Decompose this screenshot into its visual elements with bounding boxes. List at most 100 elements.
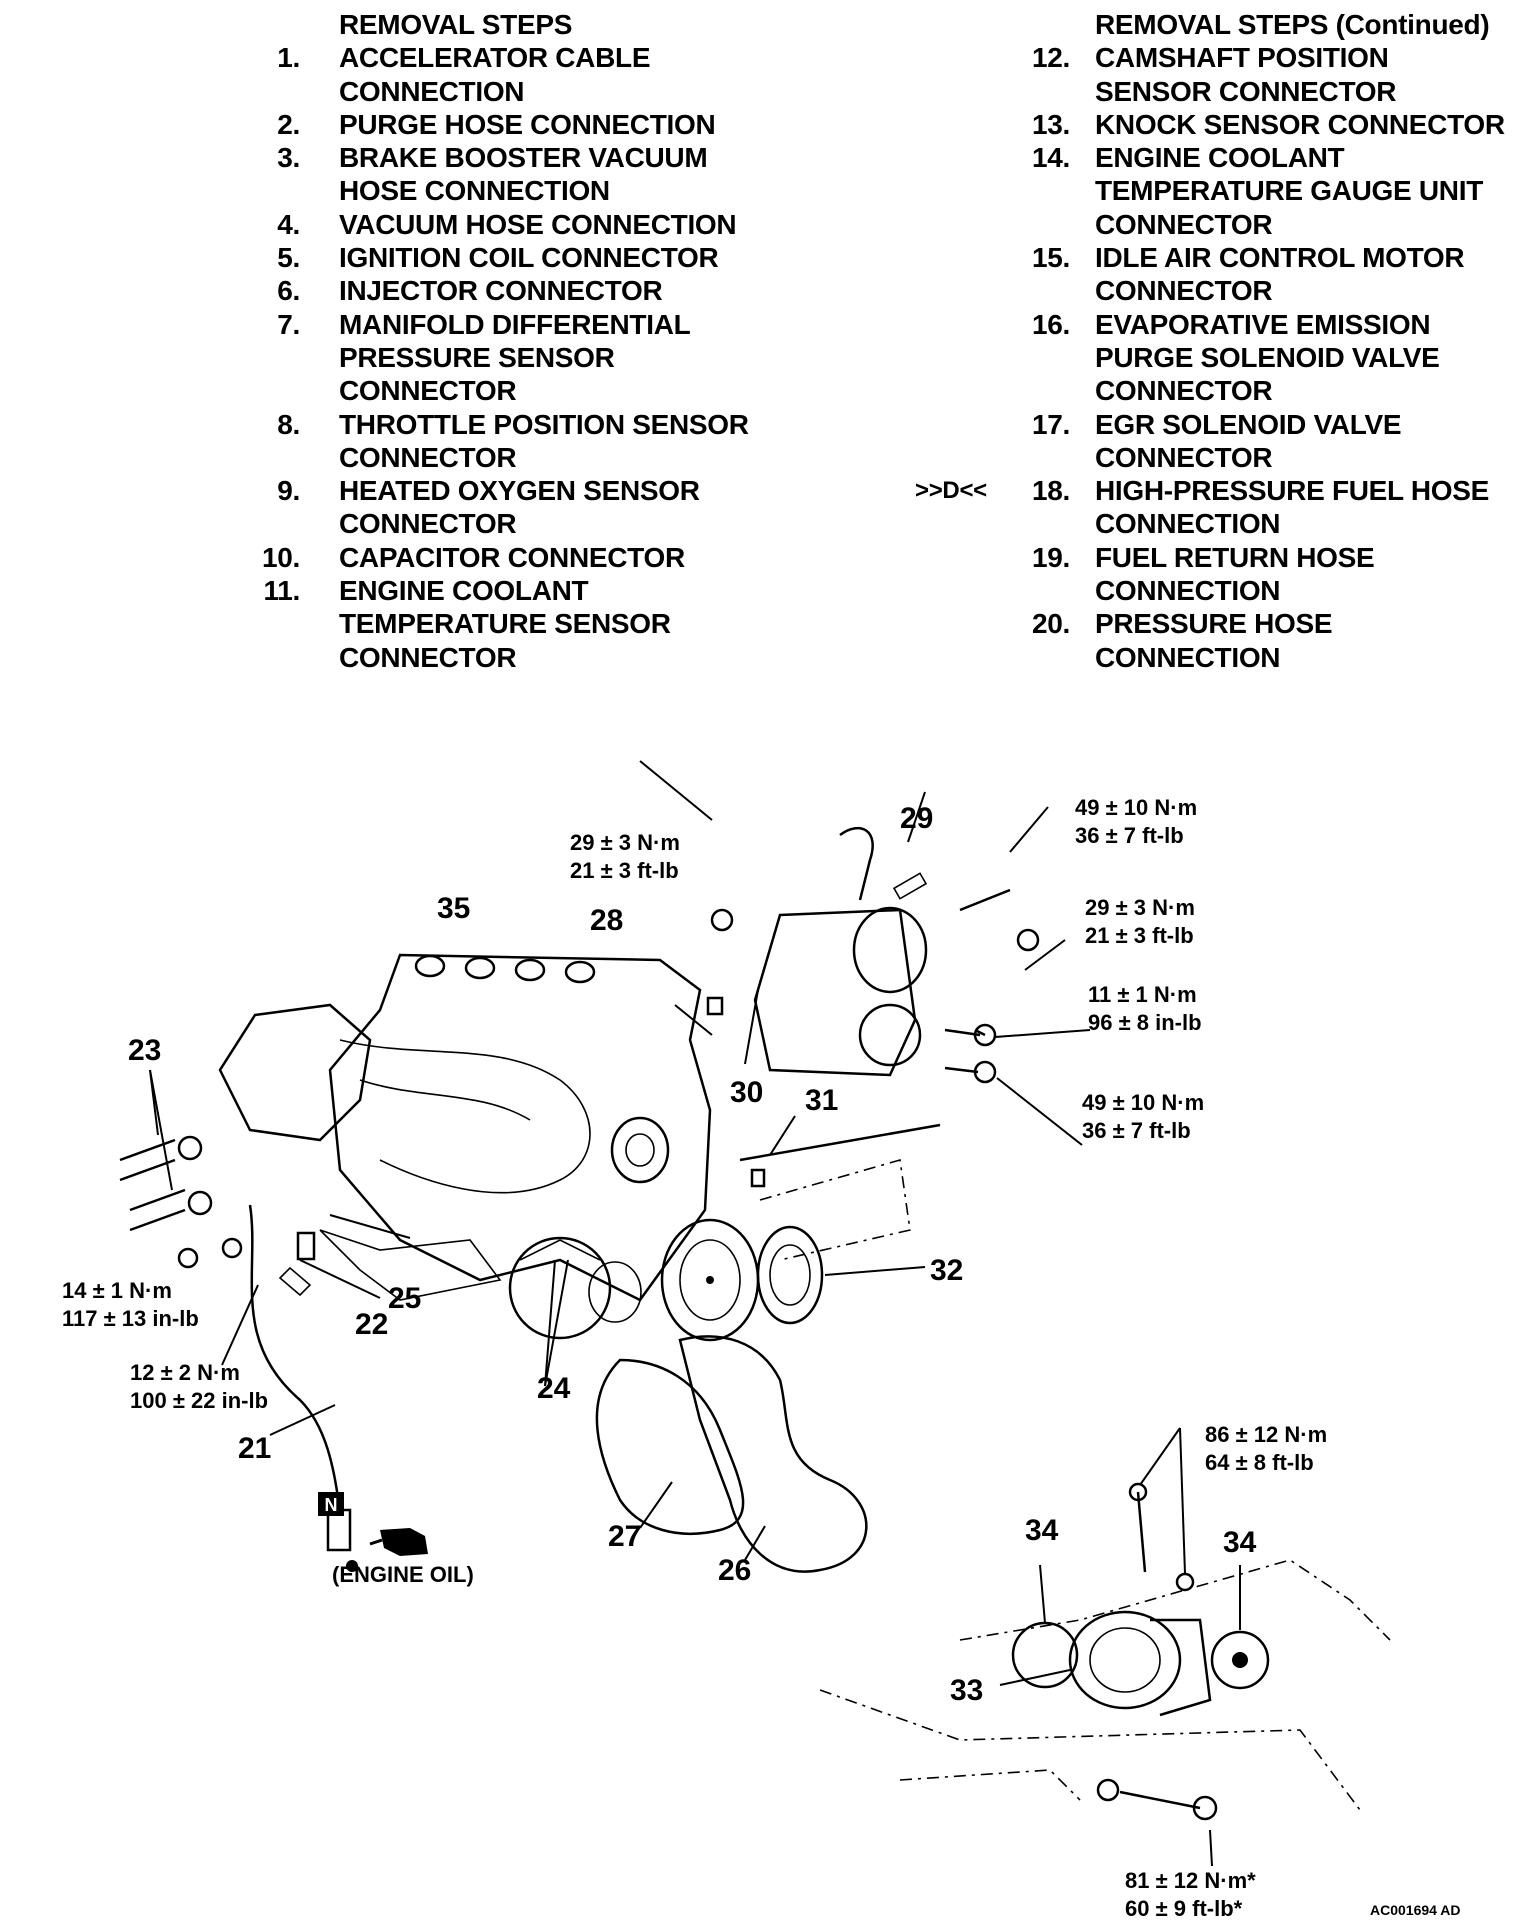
removal-step-5: 5. IGNITION COIL CONNECTOR <box>0 241 780 274</box>
removal-step-2: 2. PURGE HOSE CONNECTION <box>0 108 780 141</box>
callout-27: 27 <box>608 1520 641 1553</box>
svg-text:36 ± 7 ft-lb: 36 ± 7 ft-lb <box>1075 823 1184 848</box>
removal-steps-continued-column: REMOVAL STEPS (Continued) 12.CAMSHAFT PO… <box>760 8 1536 674</box>
step-number: 14. <box>1031 142 1070 174</box>
torque-86-12: 86 ± 12 N·m 64 ± 8 ft-lb <box>1205 1422 1327 1475</box>
callout-23: 23 <box>128 1034 161 1067</box>
engine-exploded-diagram: 35 28 29 30 31 32 23 25 22 24 21 27 26 3… <box>62 760 1461 1921</box>
svg-text:11 ± 1 N·m: 11 ± 1 N·m <box>1088 982 1197 1007</box>
removal-step-4: 4. VACUUM HOSE CONNECTION <box>0 208 780 241</box>
step-number: 6. <box>277 275 300 307</box>
step-number: 20. <box>1031 608 1070 640</box>
n-symbol: N <box>318 1492 344 1516</box>
torque-29-3-right: 29 ± 3 N·m 21 ± 3 ft-lb <box>1085 895 1195 948</box>
step-text: INJECTOR CONNECTOR <box>339 275 663 307</box>
step-text: KNOCK SENSOR CONNECTOR <box>1095 108 1505 140</box>
svg-text:64 ± 8 ft-lb: 64 ± 8 ft-lb <box>1205 1450 1314 1475</box>
crankshaft-pulley-drawing <box>660 1158 911 1342</box>
svg-text:21 ± 3 ft-lb: 21 ± 3 ft-lb <box>570 858 679 883</box>
power-steering-pump-drawing <box>819 1482 1391 1821</box>
removal-continued-step-2: 13. KNOCK SENSOR CONNECTOR <box>760 108 1536 141</box>
svg-text:96 ± 8 in-lb: 96 ± 8 in-lb <box>1088 1010 1202 1035</box>
torque-14-1: 14 ± 1 N·m 117 ± 13 in-lb <box>62 1278 199 1331</box>
torque-29-3-top: 29 ± 3 N·m 21 ± 3 ft-lb <box>570 830 680 883</box>
torque-12-2: 12 ± 2 N·m 100 ± 22 in-lb <box>130 1360 268 1413</box>
callout-28: 28 <box>590 904 623 937</box>
callout-30: 30 <box>730 1076 763 1109</box>
oil-can-icon <box>369 1528 428 1556</box>
removal-step-6: 6. INJECTOR CONNECTOR <box>0 274 780 307</box>
svg-text:117 ± 13 in-lb: 117 ± 13 in-lb <box>62 1306 199 1331</box>
callout-34-left: 34 <box>1025 1514 1059 1547</box>
torque-49-10-bottom: 49 ± 10 N·m 36 ± 7 ft-lb <box>1082 1090 1204 1143</box>
removal-steps-heading: REMOVAL STEPS <box>339 9 573 40</box>
torque-11-1: 11 ± 1 N·m 96 ± 8 in-lb <box>1088 982 1202 1035</box>
alternator-drawing <box>508 1236 642 1340</box>
engine-oil-label: (ENGINE OIL) <box>332 1562 474 1587</box>
step-number: 15. <box>1031 242 1070 274</box>
step-text: IGNITION COIL CONNECTOR <box>339 242 719 274</box>
svg-text:81 ± 12 N·m*: 81 ± 12 N·m* <box>1125 1868 1256 1893</box>
svg-text:12 ± 2 N·m: 12 ± 2 N·m <box>130 1360 240 1385</box>
hoses-drawing <box>119 1135 213 1232</box>
step-number: 4. <box>277 208 300 240</box>
step-number: 17. <box>1031 408 1070 440</box>
svg-text:29 ± 3 N·m: 29 ± 3 N·m <box>1085 895 1195 920</box>
engine-assembly-drawing <box>218 953 712 1302</box>
step-number: 5. <box>277 242 300 274</box>
svg-text:60 ± 9 ft-lb*: 60 ± 9 ft-lb* <box>1125 1896 1243 1921</box>
callout-35: 35 <box>437 892 470 925</box>
torque-49-10-top: 49 ± 10 N·m 36 ± 7 ft-lb <box>1075 795 1197 848</box>
removal-step-10: 10.CAPACITOR CONNECTOR <box>0 541 780 574</box>
torque-81-12: 81 ± 12 N·m* 60 ± 9 ft-lb* <box>1125 1868 1256 1921</box>
callout-25: 25 <box>388 1282 421 1315</box>
step-number: 13. <box>1031 108 1070 140</box>
step-number: 11. <box>263 575 301 607</box>
callout-24: 24 <box>537 1372 571 1405</box>
callout-33: 33 <box>950 1674 983 1707</box>
svg-text:36 ± 7 ft-lb: 36 ± 7 ft-lb <box>1082 1118 1191 1143</box>
svg-text:14 ± 1 N·m: 14 ± 1 N·m <box>62 1278 172 1303</box>
bolts-drawing <box>706 888 1040 1188</box>
callout-34-right: 34 <box>1223 1526 1257 1559</box>
step-text: PURGE HOSE CONNECTION <box>339 108 716 140</box>
callout-29: 29 <box>900 802 933 835</box>
step-number: 2. <box>277 108 300 140</box>
step-number: 10. <box>261 541 300 573</box>
callout-22: 22 <box>355 1308 388 1341</box>
svg-text:49 ± 10 N·m: 49 ± 10 N·m <box>1075 795 1197 820</box>
leader-lines <box>149 760 1241 1867</box>
svg-text:100 ± 22 in-lb: 100 ± 22 in-lb <box>130 1388 268 1413</box>
step-number: 1. <box>277 42 300 74</box>
step-text: VACUUM HOSE CONNECTION <box>339 208 737 240</box>
svg-text:29 ± 3 N·m: 29 ± 3 N·m <box>570 830 680 855</box>
svg-text:86 ± 12 N·m: 86 ± 12 N·m <box>1205 1422 1327 1447</box>
svg-text:N: N <box>325 1495 338 1515</box>
callout-31: 31 <box>805 1084 838 1117</box>
